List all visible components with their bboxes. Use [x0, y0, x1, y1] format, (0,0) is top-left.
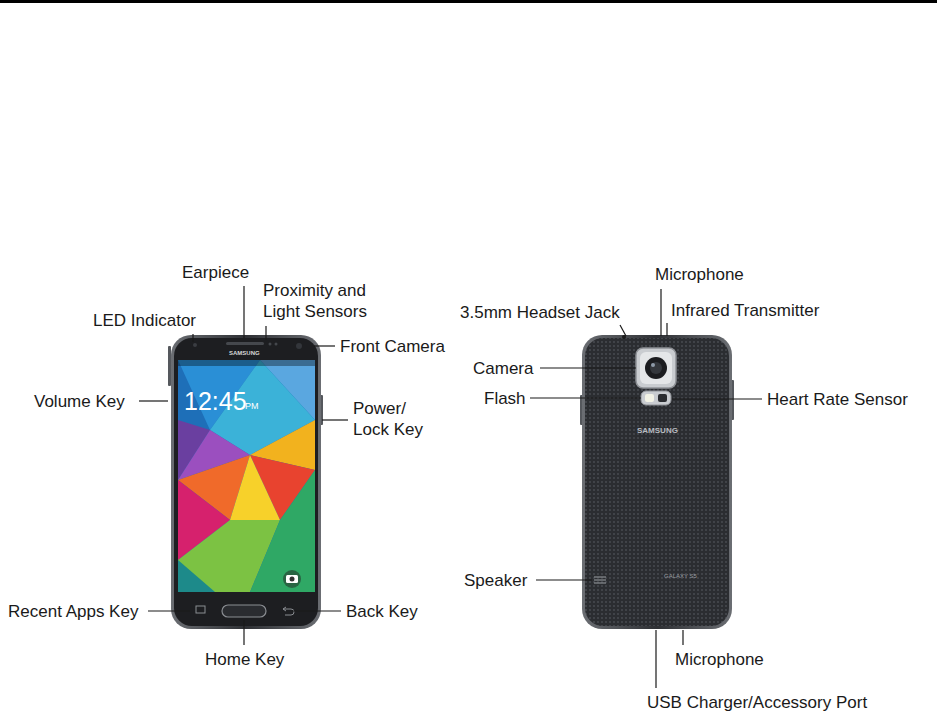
part-label: Home Key [205, 649, 284, 670]
part-label: Proximity and Light Sensors [263, 280, 383, 322]
part-label: Front Camera [340, 336, 445, 357]
model-text: GALAXY S5 [664, 572, 697, 580]
brand-text: SAMSUNG [229, 349, 260, 357]
part-label: Recent Apps Key [8, 601, 138, 622]
part-label: 3.5mm Headset Jack [460, 302, 620, 323]
phone-front [168, 335, 323, 629]
part-label: LED Indicator [93, 310, 196, 331]
clock-ampm: PM [245, 401, 259, 412]
part-label: Flash [484, 388, 526, 409]
part-label: Camera [473, 358, 533, 379]
part-label: Microphone [675, 649, 764, 670]
part-label: Infrared Transmitter [671, 300, 819, 321]
brand-text: SAMSUNG [637, 426, 678, 436]
leader-lines [139, 286, 762, 688]
part-label: Volume Key [34, 391, 125, 412]
part-label: Speaker [464, 570, 527, 591]
part-label: Microphone [655, 264, 744, 285]
part-label: Power/ Lock Key [353, 398, 431, 440]
top-rule [0, 0, 937, 3]
part-label: Heart Rate Sensor [767, 389, 908, 410]
part-label: USB Charger/Accessory Port [647, 692, 867, 713]
clock-text: 12:45 [184, 387, 247, 415]
part-label: Earpiece [182, 262, 249, 283]
part-label: Back Key [346, 601, 418, 622]
phone-back [580, 335, 734, 629]
